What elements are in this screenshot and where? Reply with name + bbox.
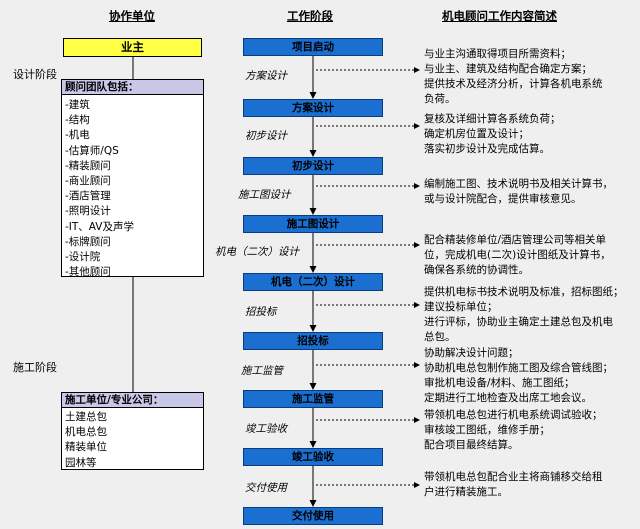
consultant-team-title: 顾问团队包括： bbox=[62, 80, 203, 95]
consultant-item: -标牌顾问 bbox=[65, 235, 111, 248]
description-line: 建议投标单位； bbox=[424, 301, 498, 313]
consultant-item: -机电 bbox=[65, 129, 90, 142]
description-block: 配合精装修单位/酒店管理公司等相关单 位，完成机电(二次)设计图纸及计算书， 确… bbox=[424, 233, 611, 278]
construction-units-panel: 施工单位/专业公司： 土建总包 机电总包 精装单位 园林等 bbox=[61, 392, 204, 470]
consultant-item: -建筑 bbox=[65, 99, 90, 111]
description-line: 复核及详细计算各系统负荷； bbox=[424, 113, 561, 125]
description-block: 编制施工图、技术说明书及相关计算书， 或与设计院配合，提供审核意见。 bbox=[424, 177, 613, 207]
consultant-item: -其他顾问 bbox=[65, 266, 111, 279]
description-block: 与业主沟通取得项目所需资料； 与业主、建筑及结构配合确定方案； 提供技术及经济分… bbox=[424, 47, 603, 107]
stage-box: 施工图设计 bbox=[243, 215, 383, 233]
description-line: 协助解决设计问题； bbox=[424, 347, 519, 359]
construction-phase-label: 施工阶段 bbox=[13, 361, 57, 374]
description-line: 位，完成机电(二次)设计图纸及计算书， bbox=[424, 249, 611, 261]
stage-box: 机电（二次）设计 bbox=[243, 273, 383, 291]
header-stages: 工作阶段 bbox=[287, 9, 333, 23]
consultant-team-panel: 顾问团队包括： -建筑 -结构 -机电 -估算师/QS -精装顾问 -商业顾问 … bbox=[61, 79, 204, 280]
consultant-item: -照明设计 bbox=[65, 205, 111, 218]
description-line: 协助机电总包制作施工图及综合管线图； bbox=[424, 362, 613, 374]
phase-label: 交付使用 bbox=[245, 482, 287, 494]
phase-label: 施工监管 bbox=[241, 365, 283, 377]
construction-unit-item: 精装单位 bbox=[65, 441, 107, 454]
description-line: 带领机电总包进行机电系统调试验收； bbox=[424, 409, 603, 421]
consultant-team-list: -建筑 -结构 -机电 -估算师/QS -精装顾问 -商业顾问 -酒店管理 -照… bbox=[62, 95, 203, 280]
description-line: 带领机电总包配合业主将商铺移交给租 bbox=[424, 471, 603, 483]
header-content: 机电顾问工作内容简述 bbox=[442, 9, 557, 23]
consultant-item: -酒店管理 bbox=[65, 190, 111, 203]
stage-box: 方案设计 bbox=[243, 99, 383, 117]
description-line: 配合项目最终结算。 bbox=[424, 439, 519, 451]
stage-box: 招投标 bbox=[243, 332, 383, 350]
description-block: 协助解决设计问题； 协助机电总包制作施工图及综合管线图； 审批机电设备/材料、施… bbox=[424, 346, 613, 406]
construction-unit-item: 园林等 bbox=[65, 456, 97, 469]
description-line: 与业主、建筑及结构配合确定方案； bbox=[424, 63, 592, 75]
consultant-item: -估算师/QS bbox=[65, 144, 119, 157]
description-line: 定期进行工地检查及出席工地会议。 bbox=[424, 392, 592, 404]
description-line: 负荷。 bbox=[424, 93, 456, 105]
construction-units-title: 施工单位/专业公司： bbox=[62, 393, 203, 408]
description-line: 与业主沟通取得项目所需资料； bbox=[424, 48, 571, 60]
description-line: 户进行精装施工。 bbox=[424, 486, 508, 498]
phase-label: 竣工验收 bbox=[245, 423, 287, 435]
description-connectors bbox=[316, 67, 420, 488]
header-collaborators: 协作单位 bbox=[109, 9, 155, 23]
construction-unit-item: 机电总包 bbox=[65, 426, 107, 439]
description-line: 确保各系统的协调性。 bbox=[424, 264, 529, 276]
description-line: 审核竣工图纸，维修手册； bbox=[424, 424, 550, 436]
description-line: 或与设计院配合，提供审核意见。 bbox=[424, 193, 582, 205]
description-line: 进行评标，协助业主确定土建总包及机电 bbox=[424, 316, 613, 328]
consultant-item: -精装顾问 bbox=[65, 159, 111, 172]
stage-box: 施工监管 bbox=[243, 390, 383, 408]
description-line: 提供技术及经济分析，计算各机电系统 bbox=[424, 78, 603, 90]
consultant-item: -IT、AV及声学 bbox=[65, 220, 134, 233]
consultant-item: -结构 bbox=[65, 114, 90, 127]
description-line: 确定机房位置及设计； bbox=[424, 128, 529, 140]
phase-label: 施工图设计 bbox=[238, 189, 291, 201]
description-block: 带领机电总包进行机电系统调试验收； 审核竣工图纸，维修手册； 配合项目最终结算。 bbox=[424, 408, 603, 453]
stage-box: 交付使用 bbox=[243, 507, 383, 525]
description-line: 落实初步设计及完成估算。 bbox=[424, 143, 550, 155]
construction-unit-item: 土建总包 bbox=[65, 411, 107, 423]
stage-box: 竣工验收 bbox=[243, 448, 383, 466]
description-line: 编制施工图、技术说明书及相关计算书， bbox=[424, 178, 613, 190]
consultant-item: -设计院 bbox=[65, 251, 101, 264]
phase-label: 初步设计 bbox=[245, 130, 287, 142]
construction-units-list: 土建总包 机电总包 精装单位 园林等 bbox=[62, 408, 203, 471]
stage-box: 初步设计 bbox=[243, 157, 383, 175]
description-line: 提供机电标书技术说明及标准，招标图纸； bbox=[424, 286, 624, 298]
stage-box: 项目启动 bbox=[243, 38, 383, 56]
description-block: 带领机电总包配合业主将商铺移交给租 户进行精装施工。 bbox=[424, 470, 603, 500]
owner-box: 业主 bbox=[63, 38, 202, 57]
phase-label: 方案设计 bbox=[245, 70, 287, 82]
phase-label: 招投标 bbox=[245, 306, 277, 318]
description-line: 审批机电设备/材料、施工图纸； bbox=[424, 377, 575, 389]
description-block: 提供机电标书技术说明及标准，招标图纸； 建议投标单位； 进行评标，协助业主确定土… bbox=[424, 285, 624, 345]
phase-label: 机电（二次）设计 bbox=[215, 246, 299, 258]
consultant-item: -商业顾问 bbox=[65, 175, 111, 188]
description-block: 复核及详细计算各系统负荷； 确定机房位置及设计； 落实初步设计及完成估算。 bbox=[424, 112, 561, 157]
description-line: 配合精装修单位/酒店管理公司等相关单 bbox=[424, 234, 607, 246]
design-phase-label: 设计阶段 bbox=[13, 68, 57, 81]
description-line: 总包。 bbox=[424, 331, 456, 343]
